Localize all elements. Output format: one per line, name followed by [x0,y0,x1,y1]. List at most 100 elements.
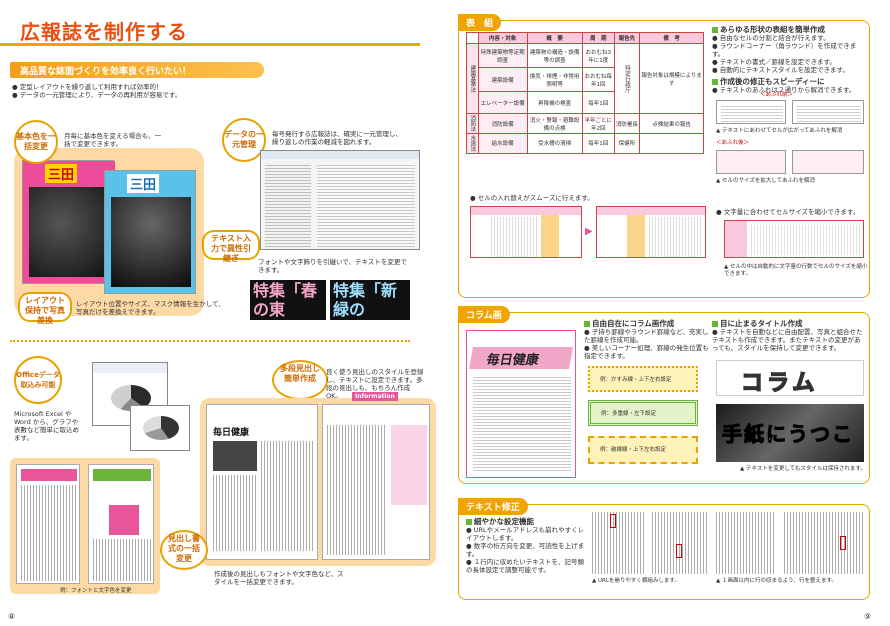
page-number-right: ⑨ [864,612,872,621]
cover-photo [111,197,191,287]
mini-header [471,207,581,215]
heading-sample-title [109,505,139,535]
cell-swap-note: ● セルの入れ替えがスムーズに行えます。 [470,194,594,202]
basic-color-text: 月毎に基本色を変える場合も、一括で変更できます。 [64,132,162,148]
info-tag: Information [352,392,398,401]
column-title-banner: 毎日健康 [469,347,573,369]
heading-sample-after [88,464,154,584]
mini-table-2 [596,206,706,258]
shrink-note: ▲ セルの中は自動的に文字量の行数でセルのサイズを縮小できます。 [724,264,868,277]
table-row: エレベーター設備 昇降機の検査 毎年1回 [467,91,704,114]
mini-header [597,207,705,215]
layout-keep-text: レイアウト位置やサイズ、マスク情報を生かして、写真だけを差換えできます。 [76,300,225,316]
column-body [473,375,571,471]
special-heading-1: 特集「春の東 [250,280,326,320]
schedule-table-wrap: 内容・対象 概 要 周 期 報告先 備 考 建築基準法 特殊建築物等定期調査 建… [466,32,704,154]
col-header: 備 考 [639,32,704,44]
text-input-badge: テキスト入力で異性引継ぎ [202,230,260,263]
article-body [21,485,77,581]
title-sample-2: 手紙にうつこ [716,404,864,462]
magazine-cover-2: 三田 [104,170,196,294]
folder-window [260,150,420,250]
office-text: Microsoft Excel や Word から、グラフや表數など簡単に取込め… [14,410,79,442]
column-example-3: 例：破線線・上下左右設定 [588,436,698,464]
mini-highlight [627,215,645,257]
heading-format-text: 作成後の見出しもフォントや文字色など、スタイルを一括変更できます。 [214,570,344,586]
text-sample-3 [716,512,776,574]
heading-format-badge: 見出し書式の一括変更 [160,530,208,570]
article-body [327,425,387,555]
shrink-feature: ● 文字量に合わせてセルサイズを縮小できます。 [716,208,860,216]
table-row: 建築設備 換気・排煙・非常用照明等 おおむね毎年1回 [467,67,704,92]
overflow-note-2: ▲ セルのサイズを拡大してあふれを解消 [716,178,815,184]
basic-color-badge: 基本色を一括変更 [14,120,58,164]
mini-table-1 [470,206,582,258]
title-underline [0,43,420,46]
data-manage-text: 毎号発行する広報誌は、確実に一元管理し、繰り返しの作業の軽減を図れます。 [272,130,402,146]
feature-title: 作成後の修正もスピーディーに [712,78,864,86]
sidebar-column [391,425,427,505]
font-inherit-text: フォントや文字飾りを引継いで、テキストを変更できます。 [258,258,407,274]
lead-bullet: ● 定型レイアウトを繰り返して利用すれば効率的！ [12,83,163,91]
column-feature: 自由自在にコラム画作成 ● 子持ち罫線やラウンド罫線など、充実した罫線を作成可能… [584,320,714,360]
highlight-box [676,544,682,558]
text-sample-2 [652,512,708,574]
special-heading-2: 特集「新緑の [330,280,410,320]
heading-sample-before [16,464,80,584]
col-header: 周 期 [581,32,615,44]
lead-banner: 高品質な誌面づくりを効率良く行いたい！ [10,62,264,78]
table-row: 水道法 給水設備 受水槽の清掃 毎年1回 保健所 [466,133,704,154]
feature-title: 細やかな設定機能 [466,518,586,526]
text-note-1: ▲ URLを崩りやすく横組みします。 [592,578,680,584]
column-example-2: 例：多重線・左下設定 [588,400,698,426]
section-divider [10,340,410,342]
mini-body [491,217,539,257]
lead-banner-text: 高品質な誌面づくりを効率良く行いたい！ [20,67,192,77]
article-body [213,475,257,551]
excel-ribbon [93,363,167,373]
file-list [317,163,415,247]
lead-bullets: ● 定型レイアウトを繰り返して利用すれば効率的！ ● データの一元管理により、デ… [12,83,272,99]
text-feature: 細やかな設定機能 ● URLやメールアドレスも崩れやすくレイアウトします。 ● … [466,517,586,574]
overflow-label-after: ＜あふれ後＞ [716,140,750,146]
column-section-tag: コラム画 [458,306,510,323]
group-cell: 水道法 [466,133,479,154]
page-title: 広報誌を制作する [20,20,188,44]
pie-chart [143,416,179,440]
title-note: ▲ テキストを変更してもスタイルは保持されます。 [740,466,866,472]
overflow-label-before: ＜あふれ前＞ [760,92,794,98]
col-header: 内容・対象 [477,32,528,44]
cover-logo: 三田 [45,164,78,183]
office-badge: Officeデータ取込み可能 [14,356,62,404]
newsletter-page: 毎日健康 [206,404,318,560]
cover-photo [29,187,109,277]
article-body [93,539,151,581]
data-manage-badge: データの一元管理 [222,118,266,162]
article-body [261,441,313,551]
kenko-header: 毎日健康 [213,428,250,438]
text-sample-1 [592,512,644,574]
lead-bullet: ● データの一元管理により、データの再利用が容易です。 [12,91,182,99]
mini-body [649,217,701,257]
overflow-after-box-3 [792,150,864,174]
text-sample-4 [784,512,864,574]
article-photo [213,441,257,471]
table-row: 建築基準法 特殊建築物等定期調査 建築物の構造・設備等の調査 おおむね3年に1度… [466,43,704,114]
overflow-after-box [792,100,864,124]
heading-caption: 例：フォントと文字色を変更 [60,588,132,594]
shrink-table [724,220,864,258]
col-header: 報告先 [613,32,641,44]
title-feature: 目に止まるタイトル作成 ● テキストを自動などに自由配置、写真と組合せたテキスト… [712,319,863,352]
group-cell: 建築基準法 [466,43,479,114]
highlight-box [610,514,616,528]
feature-title: あらゆる形状の表組を簡単作成 [712,26,864,34]
feature-title: 自由自在にコラム画作成 [584,320,714,328]
column-example-1: 例：かすみ線・上下左右設定 [588,366,698,392]
mini-highlight [541,215,559,257]
word-window [130,405,190,451]
magazine-cover-1: 三田 [22,160,115,284]
overflow-note-1: ▲ テキストにあわせてセルが広がってあふれを解消 [716,128,843,134]
table-feature-1: あらゆる形状の表組を簡単作成 ● 自由なセルの分割と結合が行えます。 ● ラウン… [712,26,864,94]
overflow-before-box [716,100,786,124]
window-titlebar [261,151,419,159]
